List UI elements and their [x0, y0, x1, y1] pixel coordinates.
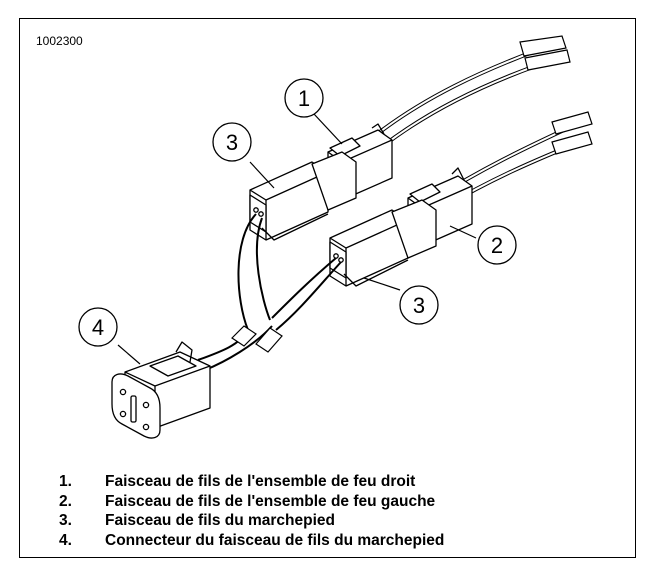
heat-shrink-sleeves [231, 325, 283, 353]
legend-item-2: 2. Faisceau de fils de l'ensemble de feu … [59, 492, 444, 512]
legend-number: 1. [59, 473, 72, 490]
legend-text: Faisceau de fils de l'ensemble de feu dr… [105, 473, 416, 490]
svg-text:3: 3 [226, 130, 238, 155]
upper-connector-pair [249, 123, 393, 241]
callout-3-lower: 3 [399, 285, 439, 325]
figure-frame [19, 18, 636, 558]
callout-2: 2 [477, 225, 517, 265]
svg-text:3: 3 [413, 293, 425, 318]
legend-item-1: 1. Faisceau de fils de l'ensemble de feu … [59, 472, 444, 492]
legend-number: 4. [59, 531, 72, 549]
legend-number: 3. [59, 512, 72, 529]
callout-4: 4 [78, 307, 118, 347]
svg-text:1: 1 [298, 86, 310, 111]
legend-text: Faisceau de fils de l'ensemble de feu ga… [105, 492, 436, 510]
upper-wire-ends [370, 35, 593, 209]
svg-text:4: 4 [92, 315, 104, 340]
callout-3-upper: 3 [212, 122, 252, 162]
legend-text: Faisceau de fils du marchepied [105, 512, 335, 529]
legend-item-4: 4. Connecteur du faisceau de fils du marc… [59, 531, 444, 551]
figure-id: 1002300 [36, 34, 83, 48]
legend-number: 2. [59, 492, 72, 510]
legend-text: Connecteur du faisceau de fils du marche… [105, 531, 445, 549]
callout-1: 1 [284, 78, 324, 118]
svg-text:2: 2 [491, 233, 503, 258]
legend-list: 1. Faisceau de fils de l'ensemble de feu … [59, 472, 444, 550]
leader-lines [117, 113, 477, 365]
footboard-connector [111, 341, 211, 439]
legend-item-3: 3. Faisceau de fils du marchepied [59, 511, 444, 531]
